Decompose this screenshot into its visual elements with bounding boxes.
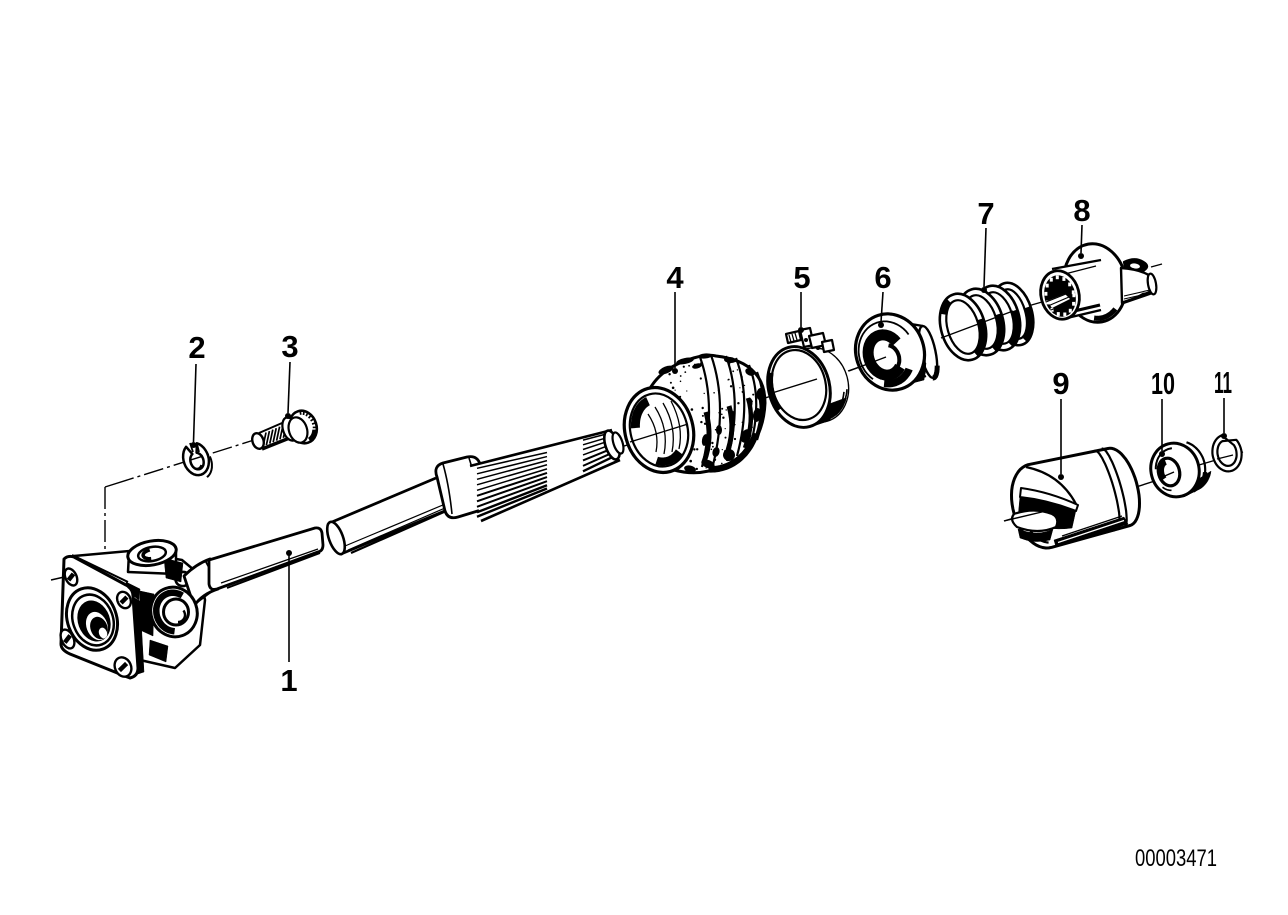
svg-text:1: 1: [280, 663, 297, 698]
svg-text:9: 9: [1052, 366, 1069, 401]
svg-text:2: 2: [188, 330, 205, 365]
svg-text:11: 11: [1214, 365, 1232, 400]
svg-text:8: 8: [1073, 193, 1090, 228]
svg-text:4: 4: [666, 260, 684, 295]
svg-text:00003471: 00003471: [1135, 845, 1217, 872]
svg-text:5: 5: [793, 260, 810, 295]
svg-text:10: 10: [1151, 366, 1175, 401]
svg-text:3: 3: [281, 329, 298, 364]
svg-text:6: 6: [874, 260, 891, 295]
svg-text:7: 7: [977, 196, 994, 231]
